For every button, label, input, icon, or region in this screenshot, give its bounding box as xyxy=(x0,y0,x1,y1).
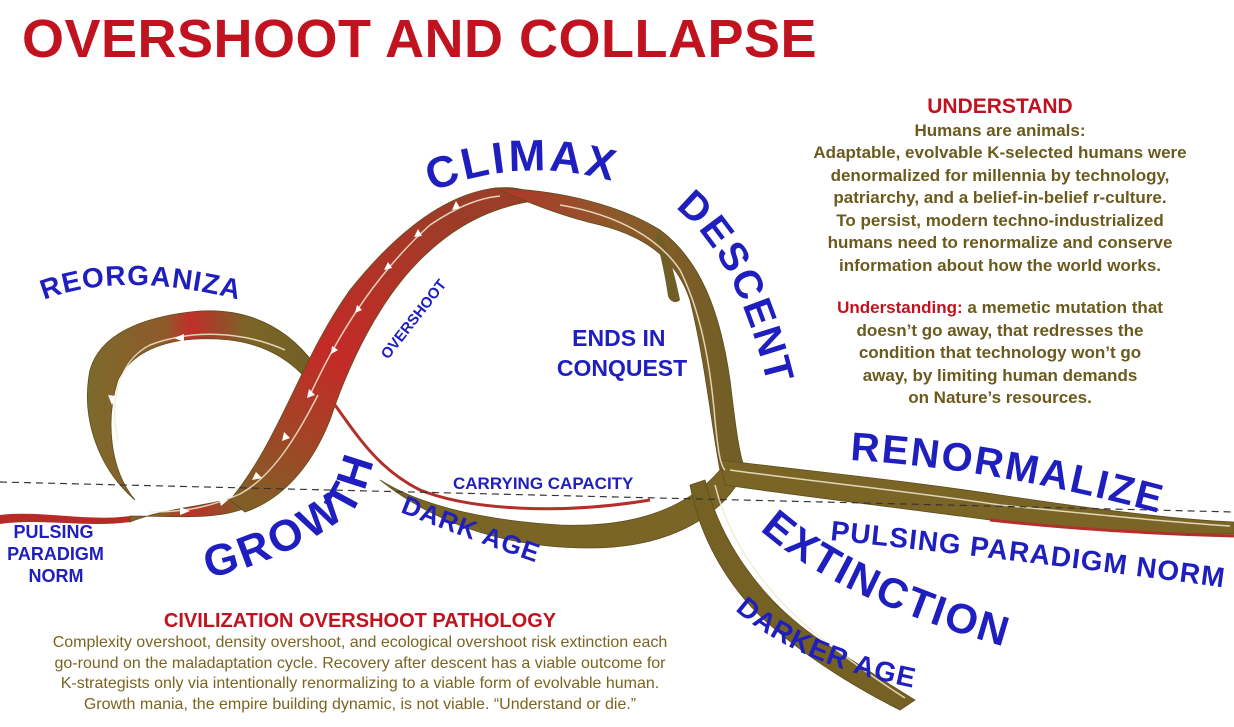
label-ends-in-conquest: ENDS IN CONQUEST xyxy=(557,325,687,381)
understand-line: information about how the world works. xyxy=(838,255,1162,275)
label-reorganization: REORGANIZATION xyxy=(0,0,243,305)
pathology-heading: CIVILIZATION OVERSHOOT PATHOLOGY xyxy=(163,610,557,632)
pathology-line: K-strategists only via intentionally ren… xyxy=(60,675,660,692)
understanding-paragraph: Understanding: a memetic mutation that d… xyxy=(780,297,1220,410)
pathology-line: Growth mania, the empire building dynami… xyxy=(83,695,637,713)
understand-subheading: Humans are animals: xyxy=(914,121,1086,140)
flow-arrows xyxy=(108,201,460,515)
understanding-label: Understanding: xyxy=(837,298,963,317)
understand-line: humans need to renormalize and conserve xyxy=(827,233,1173,252)
understand-heading: UNDERSTAND xyxy=(927,95,1073,118)
page-title: OVERSHOOT AND COLLAPSE xyxy=(22,9,818,69)
understand-line: denormalized for millennia by technology… xyxy=(830,165,1170,185)
flow-streamlines xyxy=(113,195,1231,699)
carrying-capacity-line xyxy=(0,481,1234,513)
dark-age-line xyxy=(333,404,651,511)
renormalize-red-edge xyxy=(989,518,1234,538)
understanding-line: doesn’t go away, that redresses the xyxy=(856,320,1144,340)
label-carrying-capacity: CARRYING CAPACITY xyxy=(453,474,634,493)
understand-line: Adaptable, evolvable K-selected humans w… xyxy=(813,143,1187,162)
understanding-first-line-rest: a memetic mutation that xyxy=(962,298,1163,317)
understanding-line: condition that technology won’t go xyxy=(858,343,1142,362)
understand-line: To persist, modern techno-industrialized xyxy=(836,210,1164,230)
understanding-first-line: Understanding: a memetic mutation that xyxy=(780,297,1220,320)
left-input-stream xyxy=(0,513,130,524)
understanding-line: on Nature’s resources. xyxy=(908,388,1092,407)
understanding-line: away, by limiting human demands xyxy=(862,365,1138,385)
extinction-band xyxy=(689,479,916,711)
pathology-line: Complexity overshoot, density overshoot,… xyxy=(52,634,668,651)
understand-panel: UNDERSTAND Humans are animals: Adaptable… xyxy=(780,94,1220,410)
understand-line: patriarchy, and a belief-in-belief r-cul… xyxy=(833,188,1167,207)
label-pulsing-paradigm-norm-left: PULSING PARADIGM NORM xyxy=(7,522,109,586)
pathology-panel: CIVILIZATION OVERSHOOT PATHOLOGY Complex… xyxy=(0,609,720,715)
pathology-line: go-round on the maladaptation cycle. Rec… xyxy=(54,654,666,672)
understand-body: Adaptable, evolvable K-selected humans w… xyxy=(780,142,1220,277)
pathology-body: Complexity overshoot, density overshoot,… xyxy=(0,633,720,715)
